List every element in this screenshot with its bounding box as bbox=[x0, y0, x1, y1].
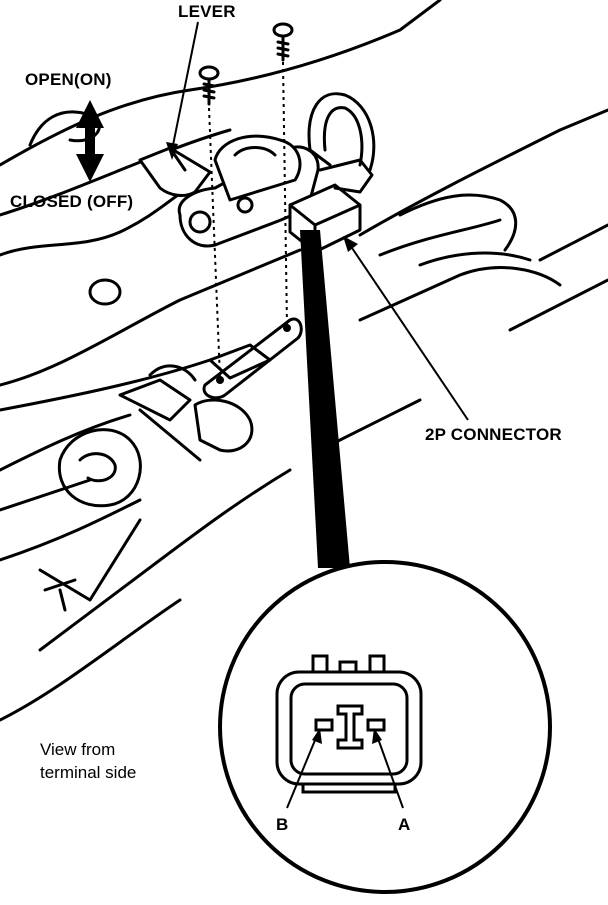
open-on-label: OPEN(ON) bbox=[25, 70, 112, 89]
terminal-a-label: A bbox=[398, 815, 411, 834]
connector-inner-shell bbox=[289, 682, 409, 776]
mounting-plate bbox=[202, 317, 303, 400]
connector-arrowhead bbox=[343, 236, 358, 252]
terminal-leaders bbox=[286, 732, 404, 809]
screw-left bbox=[198, 65, 220, 106]
view-note-line2: terminal side bbox=[40, 763, 137, 782]
key-rib bbox=[336, 704, 364, 750]
closed-off-label: CLOSED (OFF) bbox=[10, 192, 134, 211]
lever-label: LEVER bbox=[178, 2, 236, 21]
connector-label: 2P CONNECTOR bbox=[425, 425, 562, 444]
terminal-b-slot bbox=[314, 718, 334, 732]
bolt-head bbox=[88, 278, 122, 306]
latch-tab-center bbox=[338, 660, 358, 672]
lever-leader bbox=[171, 21, 199, 151]
terminal-a-arrowhead bbox=[372, 728, 382, 744]
screw-hole-right bbox=[283, 324, 291, 332]
lever bbox=[138, 146, 212, 197]
terminal-b-arrowhead bbox=[312, 728, 322, 744]
screw-right bbox=[272, 22, 294, 62]
housing-outline bbox=[0, 0, 608, 762]
view-note-line1: View from bbox=[40, 740, 116, 759]
screw-hole-left bbox=[216, 376, 224, 384]
connector-leader bbox=[349, 244, 469, 421]
latch-tab-left bbox=[311, 654, 329, 672]
open-closed-arrow bbox=[76, 100, 104, 182]
connector-face bbox=[275, 654, 423, 794]
throttle-linkage bbox=[38, 343, 272, 612]
connector-outer-shell bbox=[275, 670, 423, 786]
latch-tab-right bbox=[368, 654, 386, 672]
alignment-lines bbox=[208, 61, 288, 379]
wire-harness bbox=[307, 92, 376, 172]
terminal-a-slot bbox=[366, 718, 386, 732]
zoom-wedge bbox=[300, 230, 350, 568]
lever-arrowhead bbox=[166, 142, 178, 160]
terminal-b-label: B bbox=[276, 815, 289, 834]
